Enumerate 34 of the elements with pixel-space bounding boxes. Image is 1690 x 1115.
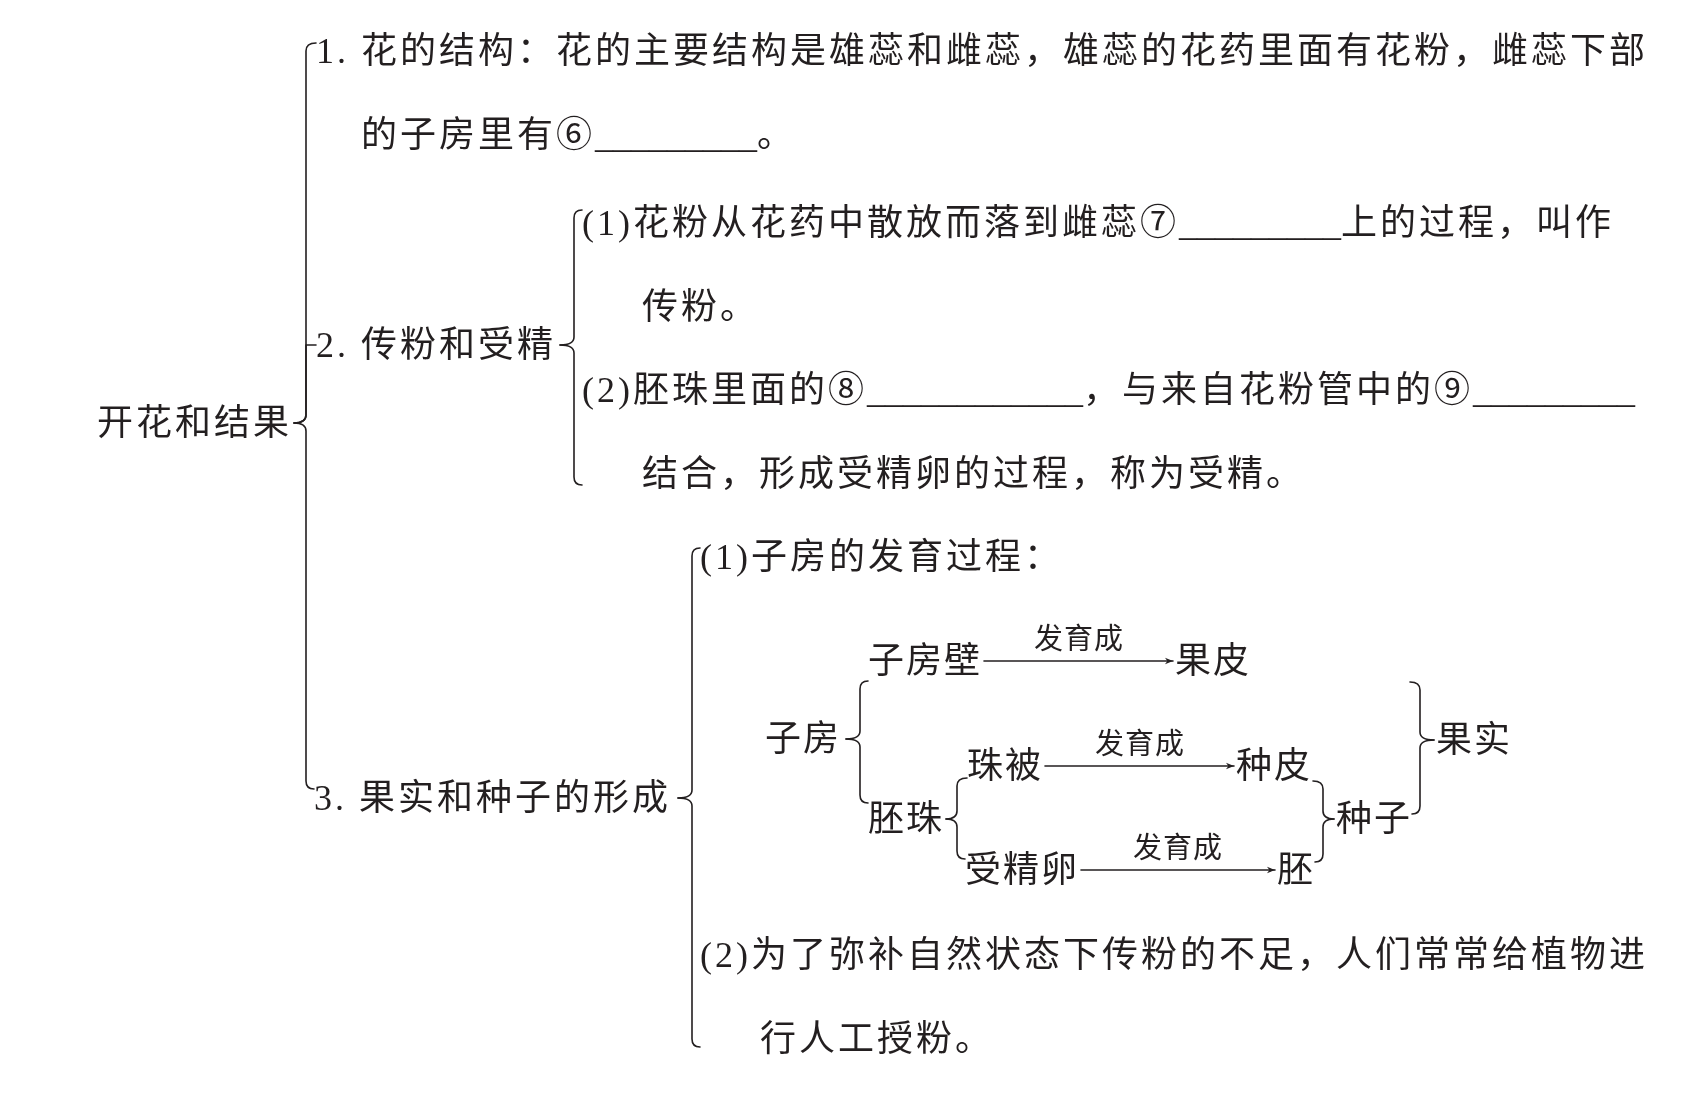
term-label: 受精卵 — [965, 847, 1079, 893]
statement-text: 上的过程，叫作 — [1341, 203, 1614, 243]
statement-text: 结合，形成受精卵的过程，称为受精。 — [642, 454, 1305, 494]
statement-text: 1. 花的结构：花的主要结构是雄蕊和雌蕊，雄蕊的花药里面有花粉，雌蕊下部 — [316, 31, 1648, 71]
fill-in-line: ____________ — [867, 370, 1083, 410]
term-label: 胚 — [1277, 847, 1315, 893]
statement-text: ，与来自花粉管中的⑨ — [1083, 370, 1473, 410]
topic-label: 开花和结果 — [97, 400, 292, 446]
arrow — [983, 657, 1174, 665]
statement-text: (1)花粉从花药中散放而落到雌蕊⑦ — [582, 203, 1179, 243]
term-label: 子房 — [765, 716, 841, 762]
item-text: (1)子房的发育过程： — [700, 534, 1063, 580]
statement-text: 传粉。 — [642, 287, 759, 327]
section-heading: 2. 传粉和受精 — [316, 322, 556, 368]
term-label: 珠被 — [967, 743, 1043, 789]
arrow — [1080, 866, 1276, 874]
statement-text: (2)胚珠里面的⑧ — [582, 370, 867, 410]
section-heading: 3. 果实和种子的形成 — [314, 775, 671, 821]
edge-label: 发育成 — [1133, 831, 1223, 865]
statement-text: (2)为了弥补自然状态下传粉的不足，人们常常给植物进行人工授粉。 — [700, 913, 1668, 1081]
edge-label: 发育成 — [1033, 622, 1124, 656]
term-label: 种子 — [1336, 796, 1412, 842]
term-label: 胚珠 — [868, 796, 944, 842]
fill-in-line: _________ — [1179, 203, 1341, 243]
term-label: 子房壁 — [868, 638, 982, 684]
statement-text: 的子房里有⑥ — [361, 115, 595, 155]
edge-label: 发育成 — [1094, 727, 1185, 761]
statement-text: 。 — [757, 115, 796, 155]
term-label: 果实 — [1436, 717, 1512, 763]
fill-in-line: _________ — [1473, 370, 1635, 410]
arrow — [1044, 762, 1235, 770]
term-label: 种皮 — [1236, 743, 1312, 789]
term-label: 果皮 — [1175, 638, 1251, 684]
fill-in-line: _________ — [595, 115, 757, 155]
